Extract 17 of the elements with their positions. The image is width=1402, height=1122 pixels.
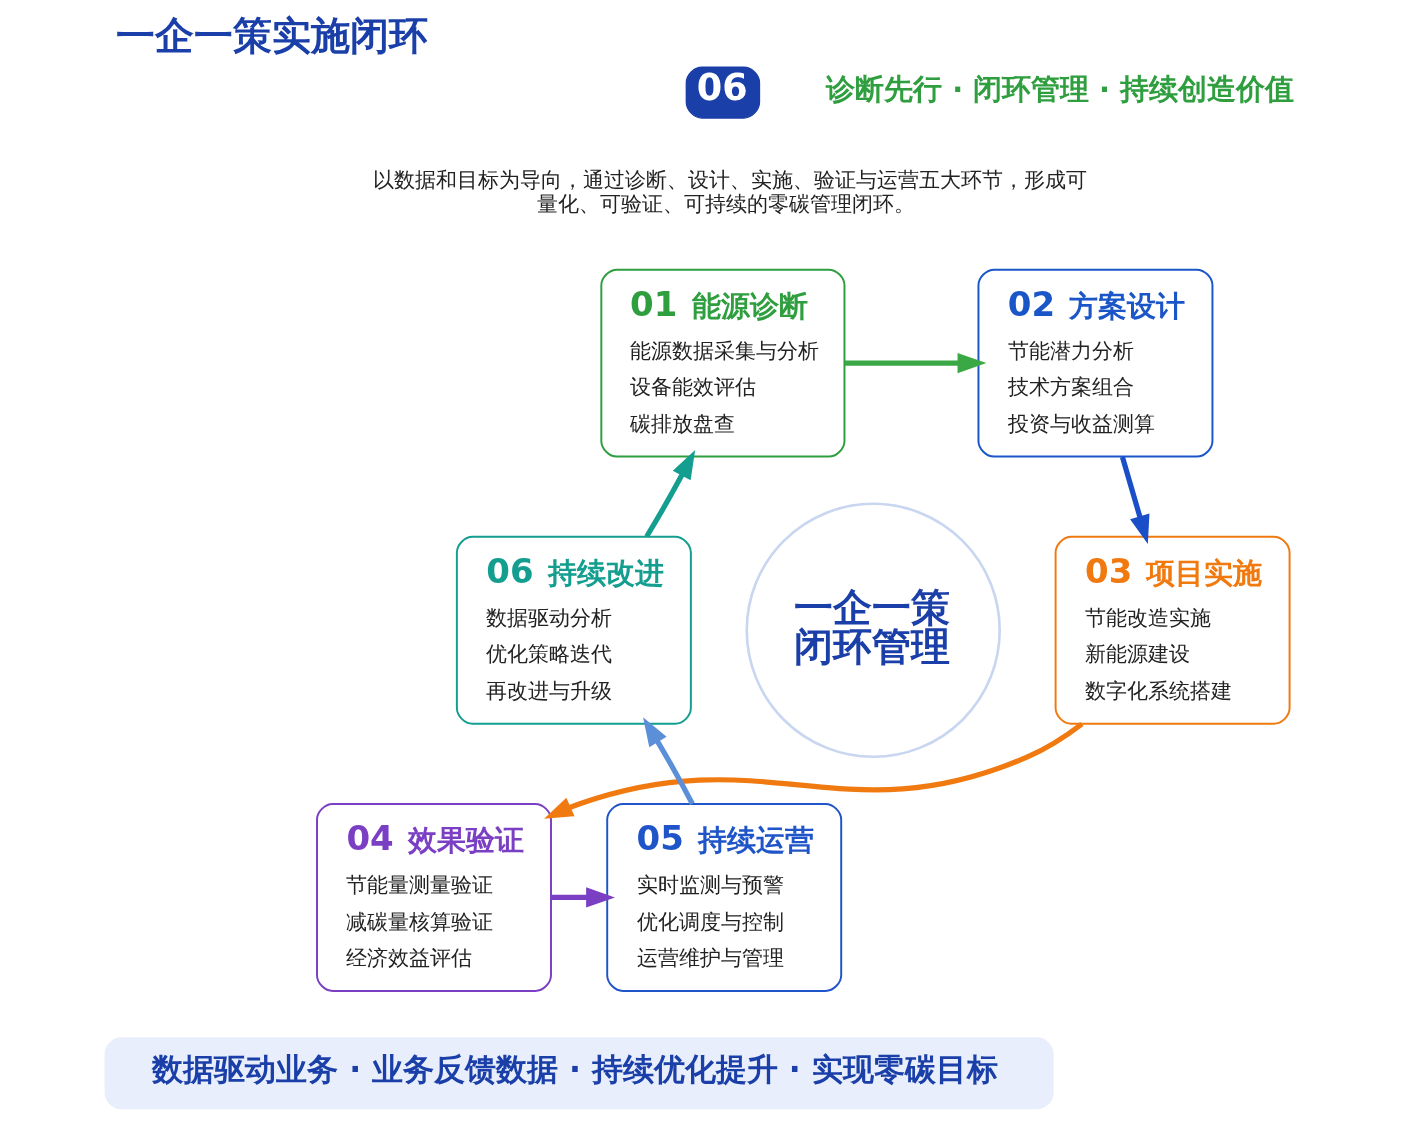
node-circle: 一企一策闭环管理	[745, 502, 1001, 759]
node-box: 06 持续改进 数据驱动分析 优化策略迭代 再改进与升级	[455, 535, 692, 725]
node-box: 03 项目实施 节能改造实施 新能源建设 数字化系统搭建	[1054, 535, 1291, 725]
arrow	[844, 353, 987, 374]
label: 以数据和目标为导向，通过诊断、设计、实施、验证与运营五大环节，形成可量化、可验证、可持续的零碳管理闭环。	[372, 168, 1087, 216]
node-box: 04 效果验证 节能量测量验证 减碳量核算验证 经济效益评估	[316, 803, 552, 992]
arrow	[544, 721, 1084, 819]
node-box: 01 能源诊断 能源数据采集与分析 设备能效评估 碳排放盘查	[600, 268, 846, 458]
arrow	[644, 449, 696, 538]
label: 诊断先行 · 闭环管理 · 持续创造价值	[826, 71, 1295, 106]
diagram-title: 一企一策实施闭环	[115, 12, 428, 58]
node-box: 05 持续运营 实时监测与预警 优化调度与控制 运营维护与管理	[606, 803, 843, 992]
arrow	[1119, 456, 1150, 545]
node-box: 02 方案设计 节能潜力分析 技术方案组合 投资与收益测算	[977, 268, 1214, 458]
arrow	[643, 717, 695, 805]
arrow	[551, 887, 615, 908]
label: 06	[696, 66, 748, 110]
